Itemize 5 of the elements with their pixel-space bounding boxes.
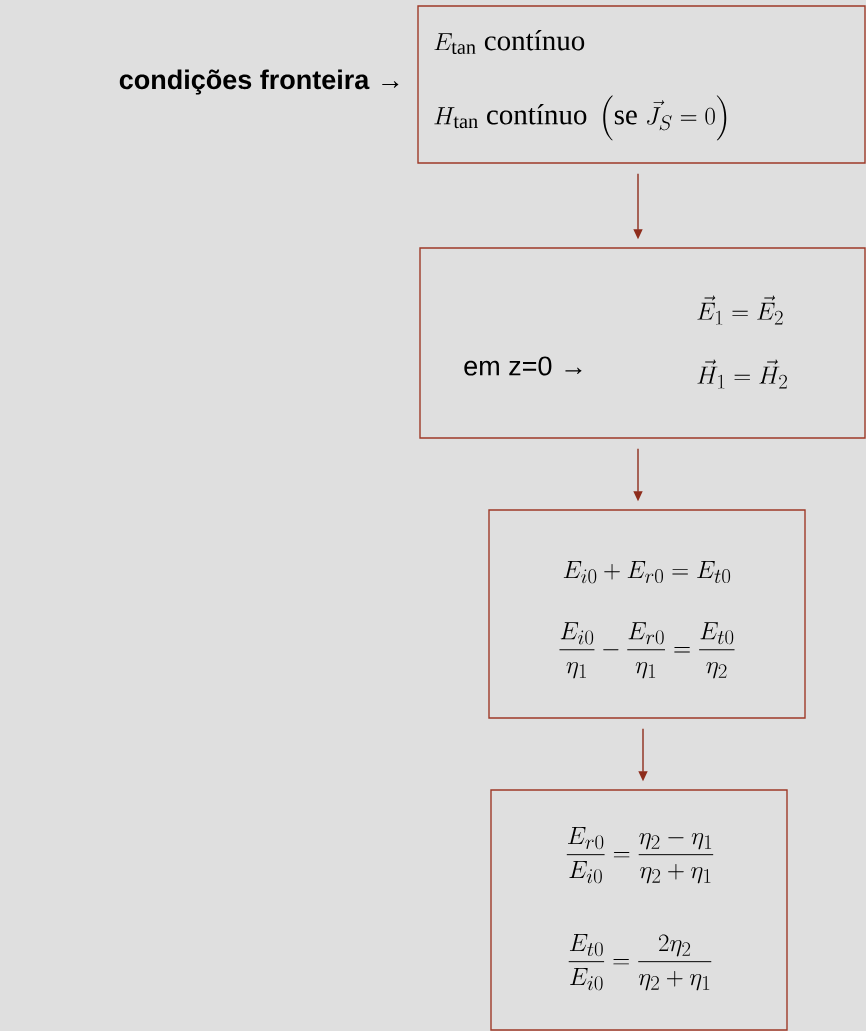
side-label: condições fronteira → [119,69,399,95]
formula-box: em z=0 → $\vec{E}_1 = \vec{E}_2$ $\vec{H}_1 = \vec{H}_2$ [419,247,866,439]
formula-box: $E_{i0} + E_{r0} = E_{t0}$ $\frac{E_{i0}}{\eta_1} - \frac{E_{r0}}{\eta_1} = \frac{E_{t0}}{\eta_2}$ [488,509,806,719]
formula-box: $E_{\tan}\ \text{contínuo}$ $H_{\tan}\ \text{contínuo}\ \left(\text{se}\ \vec{J}_S = 0\right)$ [417,5,866,164]
formula-box: $\frac{E_{r0}}{E_{i0}} = \frac{\eta_2 - \eta_1}{\eta_2 + \eta_1}$ $\frac{E_{t0}}{E_{i0}} = \frac{2\eta_2}{\eta_2 + \eta_1}$ [490,789,788,1031]
